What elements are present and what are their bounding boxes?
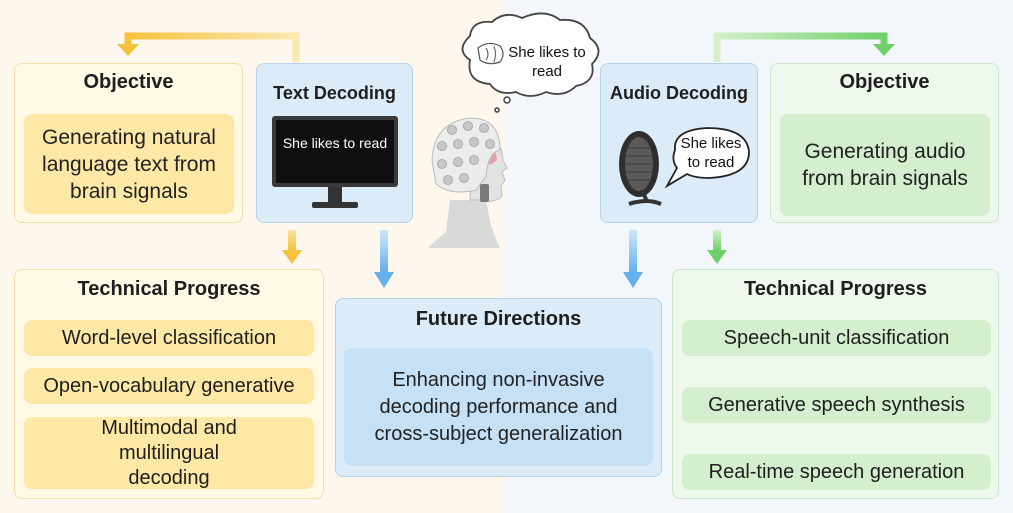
audio-progress-title: Technical Progress	[743, 278, 928, 300]
audio-progress-panel: Technical Progress Speech-unit classific…	[672, 269, 999, 499]
text-progress-item: Open-vocabulary generative	[24, 368, 314, 404]
thought-bubble-text: She likes to read	[508, 44, 586, 80]
text-decoding-panel: Text Decoding She likes to read	[256, 63, 413, 223]
audio-objective-title: Objective	[839, 71, 930, 93]
audio-bubble-text: She likes to read	[680, 135, 742, 171]
microphone-icon	[619, 127, 750, 206]
green-top-arrow	[713, 32, 895, 62]
monitor-screen-text: She likes to read	[282, 135, 388, 151]
blue-down-arrow-right	[623, 230, 643, 288]
monitor-icon	[272, 116, 398, 208]
text-progress-panel: Technical Progress Word-level classifica…	[14, 269, 324, 499]
text-objective-panel: Objective Generating natural language te…	[14, 63, 243, 223]
audio-objective-panel: Objective Generating audio from brain si…	[770, 63, 999, 223]
future-directions-text: Enhancing non-invasive decoding performa…	[344, 348, 653, 466]
audio-decoding-panel: Audio Decoding She likes to read	[600, 63, 758, 223]
audio-objective-text: Generating audio from brain signals	[780, 114, 990, 216]
future-directions-title: Future Directions	[415, 308, 582, 330]
future-directions-panel: Future Directions Enhancing non-invasive…	[335, 298, 662, 477]
thought-bubble	[461, 12, 600, 113]
text-objective-text: Generating natural language text from br…	[24, 114, 234, 214]
audio-progress-item: Generative speech synthesis	[682, 387, 991, 423]
audio-progress-item: Real-time speech generation	[682, 454, 991, 490]
text-progress-item: Word-level classification	[24, 320, 314, 356]
text-progress-item: Multimodal and multilingual decoding	[24, 417, 314, 489]
text-objective-title: Objective	[83, 71, 174, 93]
green-down-arrow	[707, 230, 727, 264]
yellow-down-arrow	[282, 230, 302, 264]
text-decoding-title: Text Decoding	[273, 83, 396, 103]
text-progress-title: Technical Progress	[77, 278, 261, 300]
yellow-top-arrow	[117, 32, 300, 62]
audio-decoding-title: Audio Decoding	[610, 83, 748, 103]
blue-down-arrow-left	[374, 230, 394, 288]
audio-progress-item: Speech-unit classification	[682, 320, 991, 356]
